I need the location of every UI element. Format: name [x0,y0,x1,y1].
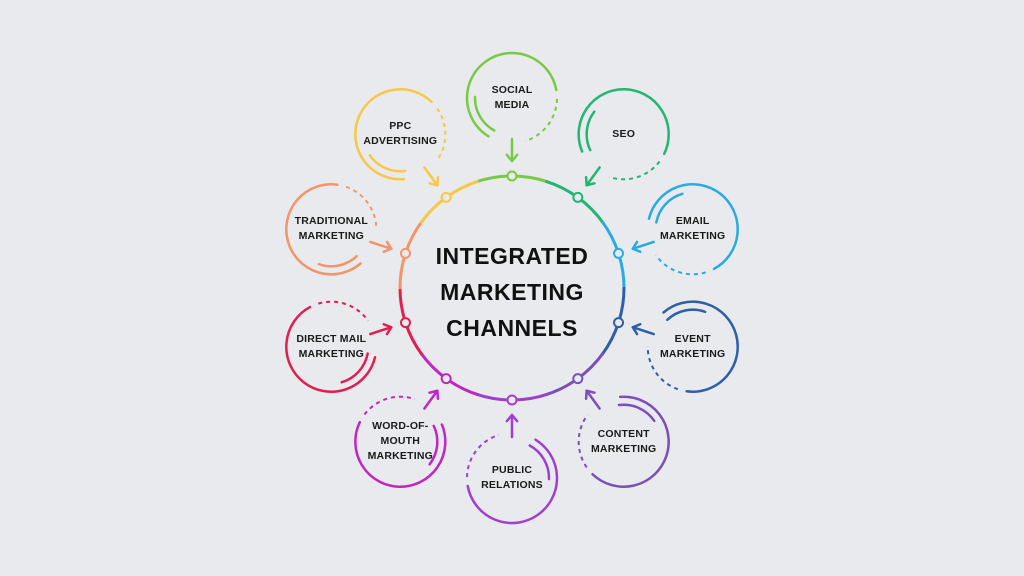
node-label-line: MEDIA [494,99,530,111]
connector-word-of-mouth-marketing [423,389,439,410]
node-label-line: PUBLIC [491,464,533,476]
node-label-line: ADVERTISING [363,135,438,148]
node-ring-social-media [465,51,558,138]
node-ring-content-marketing [591,395,670,488]
node-label-line: WORD-OF- [372,420,429,433]
node-label-line: PPC [389,120,412,133]
connector-direct-mail-marketing [369,326,393,336]
node-inner-arc-content-marketing [617,403,656,423]
node-label-seo: SEO [576,127,672,142]
node-label-line: SOCIAL [491,84,533,96]
node-label-line: TRADITIONAL [294,215,368,228]
node-ring-dashed-email-marketing [655,254,706,276]
ring-segment-seo [545,179,605,224]
node-ring-word-of-mouth-marketing [354,420,447,488]
arrow-head-content-marketing [584,389,596,400]
node-ring-ppc-advertising [354,88,433,181]
connector-ppc-advertising [423,166,439,187]
node-label-line: CONTENT [597,427,650,440]
arrow-head-public-relations [505,413,519,423]
node-label-line: SEO [612,127,636,140]
ring-dot-public-relations [506,394,518,406]
connector-email-marketing [631,240,655,250]
node-inner-arc-word-of-mouth-marketing [428,424,439,466]
center-title-line-1: INTEGRATED [435,243,589,269]
node-inner-arc-public-relations [528,444,551,481]
center-title-line-2: MARKETING [440,279,584,305]
node-label-direct-mail-marketing: DIRECT MAIL MARKETING [283,332,379,362]
arrow-head-seo [584,176,596,187]
node-label-line: MARKETING [298,230,364,243]
node-inner-arc-email-marketing [655,192,684,224]
node-label-public-relations: PUBLIC RELATIONS [464,463,560,493]
node-label-line: MARKETING [298,347,364,360]
ring-dot-event-marketing [613,317,625,329]
node-label-line: RELATIONS [481,479,543,491]
node-ring-dashed-public-relations [466,434,499,478]
arrow-head-email-marketing [631,240,642,254]
node-ring-dashed-word-of-mouth-marketing [363,395,416,416]
ring-dot-word-of-mouth-marketing [440,373,452,385]
node-label-event-marketing: EVENT MARKETING [645,332,741,362]
node-label-line: EMAIL [675,215,710,228]
ring-dot-direct-mail-marketing [399,317,411,329]
arrow-head-traditional-marketing [382,240,393,254]
ring-dot-social-media [506,170,518,182]
node-ring-dashed-direct-mail-marketing [318,300,369,322]
node-inner-arc-ppc-advertising [368,153,407,173]
node-label-ppc-advertising: PPC ADVERTISING [352,119,448,149]
center-title: INTEGRATED MARKETING CHANNELS [412,238,612,346]
node-label-content-marketing: CONTENT MARKETING [576,427,672,457]
node-ring-dashed-content-marketing [577,414,589,468]
node-ring-traditional-marketing [285,183,362,276]
connector-event-marketing [631,326,655,336]
node-ring-direct-mail-marketing [285,305,377,393]
arrow-head-direct-mail-marketing [382,322,393,336]
connector-traditional-marketing [369,240,393,250]
connector-seo [585,166,601,187]
node-label-line: MOUTH [380,435,421,448]
node-ring-dashed-traditional-marketing [345,185,378,230]
ring-segment-content-marketing [545,352,605,397]
node-label-line: MARKETING [367,450,433,463]
ring-dot-seo [572,191,584,203]
node-ring-dashed-social-media [525,98,558,142]
node-label-line: DIRECT MAIL [296,332,367,345]
node-label-email-marketing: EMAIL MARKETING [645,214,741,244]
node-label-line: EVENT [674,332,711,345]
node-ring-dashed-ppc-advertising [435,108,447,162]
node-inner-arc-direct-mail-marketing [340,352,369,384]
node-inner-arc-social-media [473,95,496,132]
node-ring-dashed-seo [608,160,661,181]
node-label-social-media: SOCIAL MEDIA [464,83,560,113]
node-inner-arc-seo [585,110,596,152]
ring-segment-word-of-mouth-marketing [419,352,479,397]
node-ring-event-marketing [662,300,739,393]
node-ring-public-relations [466,438,559,525]
ring-dot-email-marketing [613,247,625,259]
node-label-line: MARKETING [659,347,726,360]
arrow-head-ppc-advertising [428,176,440,187]
node-label-word-of-mouth-marketing: WORD-OF- MOUTH MARKETING [352,419,448,464]
node-label-line: MARKETING [659,230,726,243]
ring-dot-content-marketing [572,373,584,385]
arrow-head-event-marketing [631,322,642,336]
arrow-head-social-media [505,153,519,163]
node-label-line: MARKETING [590,442,657,455]
node-ring-email-marketing [647,183,739,271]
node-inner-arc-traditional-marketing [317,254,358,268]
node-inner-arc-event-marketing [666,308,707,322]
node-label-traditional-marketing: TRADITIONAL MARKETING [283,214,379,244]
node-ring-dashed-event-marketing [646,346,679,391]
arrow-head-word-of-mouth-marketing [428,389,440,400]
center-title-line-3: CHANNELS [446,315,578,341]
ring-segment-ppc-advertising [419,179,479,224]
connector-content-marketing [585,389,601,410]
ring-dot-traditional-marketing [399,247,411,259]
ring-dot-ppc-advertising [440,191,452,203]
node-ring-seo [577,88,670,156]
